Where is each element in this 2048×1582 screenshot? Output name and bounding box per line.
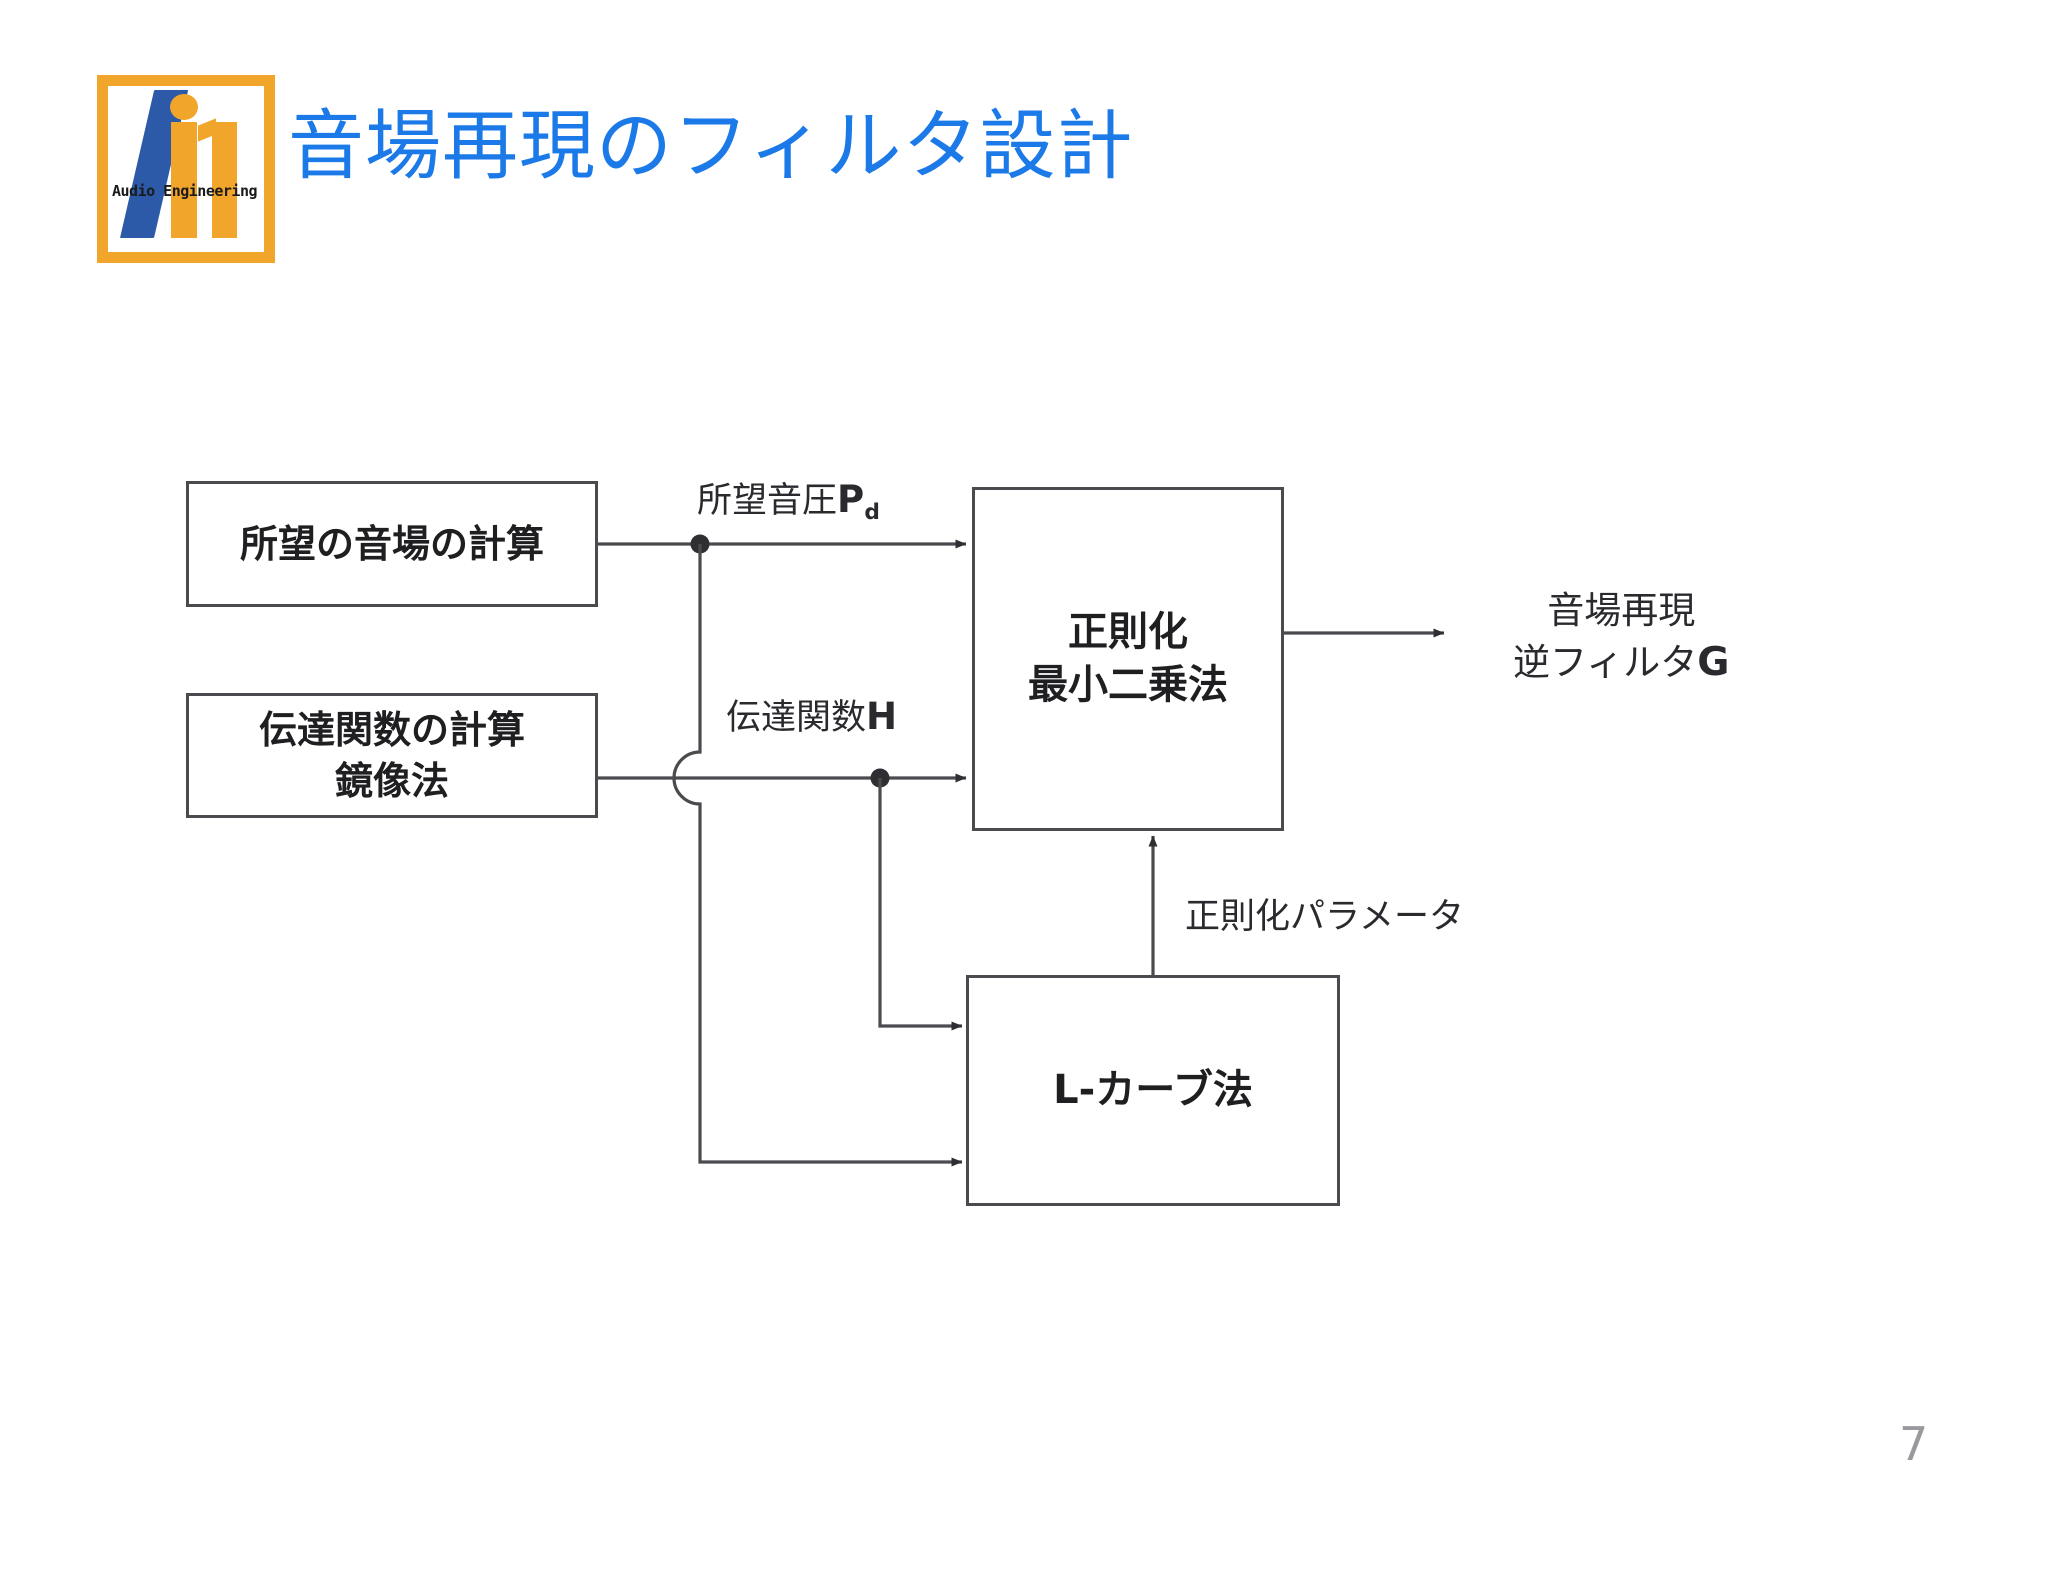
output-label-line2-symbol: G	[1697, 640, 1730, 686]
logo-caption: Audio Engineering	[112, 182, 258, 200]
node-l-curve-method[interactable]: L-カーブ法	[966, 975, 1340, 1206]
node-regularized-least-squares-label: 正則化 最小二乗法	[1028, 606, 1228, 712]
output-label-line2-text: 逆フィルタ	[1513, 641, 1698, 685]
logo-a-leg-icon	[171, 122, 197, 238]
edge-label-transfer-function: 伝達関数H	[726, 689, 897, 740]
node-transfer-function-line1: 伝達関数の計算	[258, 708, 525, 753]
node-transfer-function[interactable]: 伝達関数の計算 鏡像法	[186, 693, 598, 818]
edge-label-transfer-function-symbol: H	[866, 695, 898, 738]
logo-artwork: Audio Engineering	[108, 86, 264, 252]
edge-label-desired-pressure-text: 所望音圧	[697, 481, 838, 521]
node-regularization-line2: 最小二乗法	[1028, 662, 1228, 708]
junction-dot-h	[870, 768, 890, 788]
junction-dot-pd	[690, 534, 710, 554]
edge-label-regularization-parameter: 正則化パラメータ	[1185, 897, 1464, 937]
edge-label-transfer-function-text: 伝達関数	[726, 698, 867, 738]
wire-transfer-to-lcurve	[878, 778, 963, 1031]
node-desired-field-label: 所望の音場の計算	[239, 521, 544, 566]
output-label-line1: 音場再現	[1547, 589, 1696, 632]
node-transfer-function-label: 伝達関数の計算 鏡像法	[259, 705, 525, 805]
node-regularization-line1: 正則化	[1068, 609, 1188, 656]
page-number: 7	[1899, 1417, 1929, 1471]
edge-label-desired-pressure-symbol: P	[837, 478, 865, 521]
node-desired-field[interactable]: 所望の音場の計算	[186, 481, 598, 607]
node-l-curve-method-label: L-カーブ法	[1053, 1067, 1253, 1114]
ai1-logo: Audio Engineering	[97, 75, 275, 263]
output-label-inverse-filter: 音場再現逆フィルタG	[1513, 585, 1729, 690]
node-regularized-least-squares[interactable]: 正則化 最小二乗法	[972, 487, 1284, 831]
edge-label-desired-pressure-subscript: d	[864, 499, 880, 525]
logo-one-stem-icon	[212, 122, 237, 238]
logo-i-dot-icon	[170, 94, 198, 120]
node-transfer-function-line2: 鏡像法	[334, 758, 449, 803]
page-title: 音場再現のフィルタ設計	[288, 101, 1134, 190]
wire-desired-to-lcurve	[672, 544, 963, 1167]
edge-label-desired-pressure: 所望音圧Pd	[697, 472, 880, 525]
